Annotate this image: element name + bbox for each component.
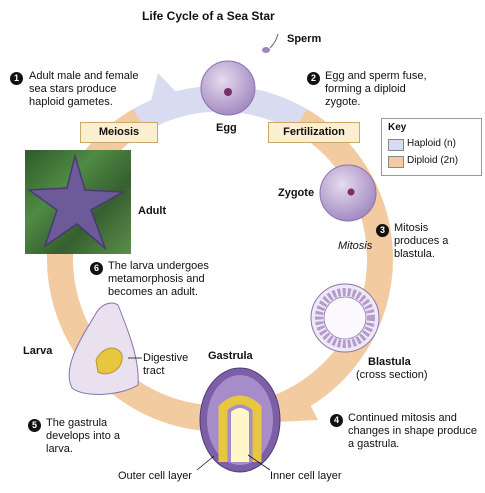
adult-label: Adult [138,205,167,217]
step-3-text: Mitosis produces a blastula. [394,222,449,260]
outer-layer-leader [196,455,215,471]
step-5-number: 5 [28,419,41,432]
diploid-arrow-head [275,385,318,422]
zygote-label: Zygote [278,187,315,199]
blastula-cross-section-label: (cross section) [356,369,428,381]
step-2-text: Egg and sperm fuse, forming a diploid zy… [325,70,427,108]
diploid-key-label: Diploid (2n) [407,155,459,166]
diploid-swatch [388,156,404,168]
diagram-title: Life Cycle of a Sea Star [142,9,275,23]
fertilization-box: Fertilization [268,122,360,143]
step-3-number: 3 [376,224,389,237]
step-6-number: 6 [90,262,103,275]
adult-sea-star-photo [25,150,131,254]
sea-star-icon [26,153,126,251]
egg-icon [200,60,256,116]
gastrula-icon [199,367,281,473]
key-legend: Key Haploid (n) Diploid (2n) [381,118,482,176]
egg-label: Egg [216,122,237,134]
digestive-tract-label: Digestive tract [143,352,189,377]
blastula-icon [310,283,380,353]
outer-cell-layer-label: Outer cell layer [118,470,192,482]
step-6-text: The larva undergoes metamorphosis and be… [108,260,209,298]
blastula-label: Blastula [368,356,411,368]
inner-cell-layer-label: Inner cell layer [270,470,342,482]
larva-label: Larva [23,345,53,357]
inner-layer-leader [247,454,271,471]
step-4-text: Continued mitosis and changes in shape p… [348,412,478,450]
sperm-icon [262,33,279,53]
gastrula-label: Gastrula [208,350,253,362]
meiosis-box: Meiosis [80,122,158,143]
sperm-label: Sperm [287,33,322,45]
step-5-text: The gastrula develops into a larva. [46,417,120,455]
haploid-key-label: Haploid (n) [407,138,456,149]
zygote-icon [319,164,377,222]
larva-icon [68,302,142,395]
haploid-arrow-head [150,73,178,105]
haploid-swatch [388,139,404,151]
step-2-number: 2 [307,72,320,85]
step-1-number: 1 [10,72,23,85]
step-4-number: 4 [330,414,343,427]
step-1-text: Adult male and female sea stars produce … [29,70,139,108]
key-title: Key [388,122,407,133]
mitosis-label: Mitosis [338,240,373,252]
